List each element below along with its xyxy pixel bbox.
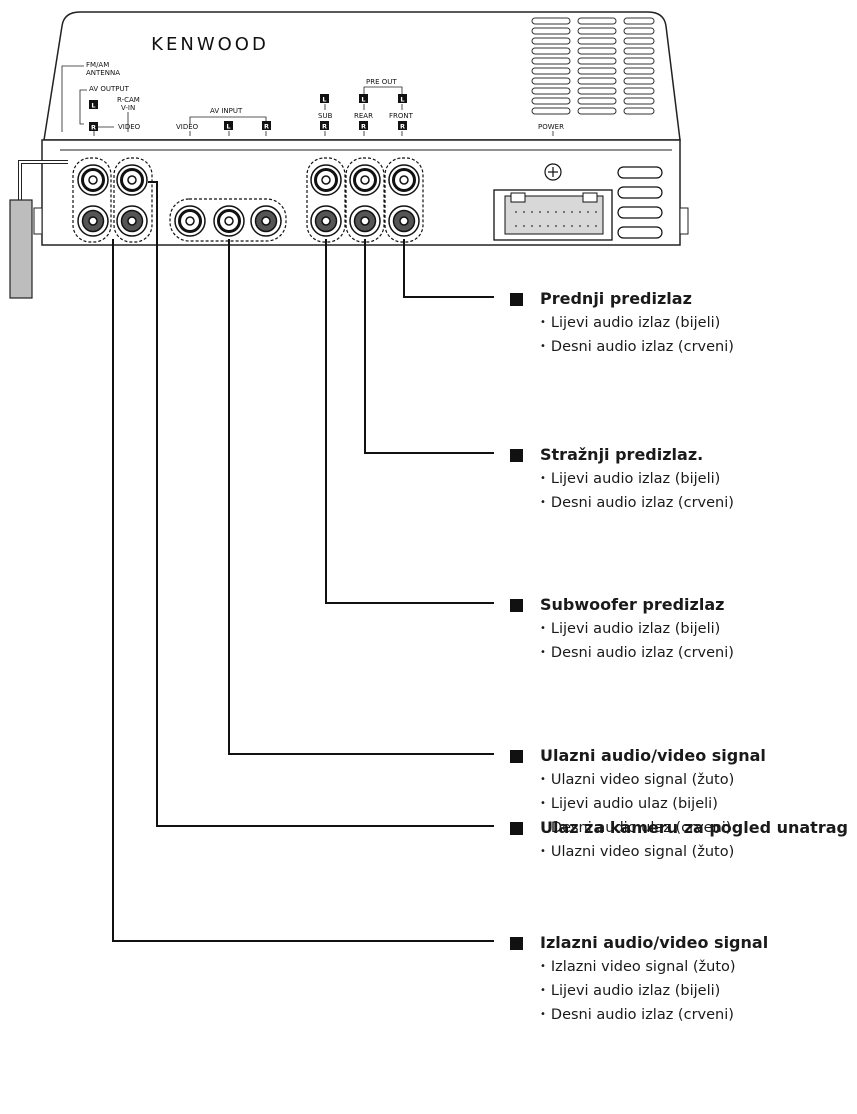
side-vents [617,166,663,239]
list-item: Desni audio ulaz (crveni) [540,817,766,841]
jack-av-in-l [213,205,245,237]
list-item: Desni audio izlaz (crveni) [540,492,734,516]
sub-label: SUB [318,112,333,120]
av-output-label: AV OUTPUT [89,85,130,93]
list-item: Desni audio izlaz (crveni) [540,1004,768,1028]
bullet-square-icon [510,749,523,763]
list-item: Desni audio izlaz (crveni) [540,336,734,360]
antenna-label: ANTENNA [86,69,120,77]
callout-av-input: Ulazni audio/video signal Ulazni video s… [510,746,766,841]
leader-av-input [228,239,494,755]
leader-av-output [112,239,494,942]
jack-av-out-r [116,205,148,237]
leader-rear [364,239,494,454]
bullet-square-icon [510,821,523,835]
unit-top-body [43,11,681,141]
tag-r-rear: R [361,123,366,131]
callout-av-output: Izlazni audio/video signal Izlazni video… [510,933,768,1028]
list-item: Desni audio izlaz (crveni) [540,642,734,666]
callout-rear-camera: Ulaz za kameru za pogled unatrag Ulazni … [510,818,848,865]
rcam-label: R-CAM [117,96,140,104]
bullet-square-icon [510,598,523,612]
callout-title: Stražnji predizlaz. [540,445,704,464]
tag-r-av-output: R [91,124,96,132]
bullet-square-icon [510,292,523,306]
jack-av-out-l [77,205,109,237]
tag-r-av-input: R [264,123,269,131]
callout-rear-preout: Stražnji predizlaz. Lijevi audio izlaz (… [510,445,734,516]
leader-rcam [148,181,494,827]
list-item: Ulazni video signal (žuto) [540,769,766,793]
callout-title: Izlazni audio/video signal [540,933,769,952]
jack-sub-l [310,164,342,196]
jack-av-out-video [77,164,109,196]
video-out-label: VIDEO [118,123,141,131]
list-item: Izlazni video signal (žuto) [540,956,768,980]
jack-rcam-video [116,164,148,196]
callout-title: Ulaz za kameru za pogled unatrag [540,818,848,837]
power-label: POWER [538,123,564,131]
rca-jacks [77,164,420,237]
bullet-square-icon [510,448,523,462]
tag-r-front: R [400,123,405,131]
brand-logo: KENWOOD [151,34,269,55]
callout-title: Ulazni audio/video signal [540,746,766,765]
panel-labels: FM/AM ANTENNA AV OUTPUT R-CAM V-IN VIDEO… [61,61,564,136]
leader-lines [112,181,494,942]
jack-front-l [388,164,420,196]
rear-label: REAR [354,112,373,120]
tag-l-av-output: L [91,102,95,110]
av-input-label: AV INPUT [210,107,243,115]
callout-title: Subwoofer predizlaz [540,595,725,614]
pre-out-label: PRE OUT [366,78,397,86]
list-item: Lijevi audio izlaz (bijeli) [540,980,768,1004]
tag-l-rear: L [361,96,365,104]
jack-rear-l [349,164,381,196]
antenna-plug [9,199,33,299]
vent-grille-icon [531,17,655,115]
front-label: FRONT [389,112,414,120]
list-item: Lijevi audio izlaz (bijeli) [540,468,734,492]
jack-sub-r [310,205,342,237]
tag-r-sub: R [322,123,327,131]
leader-sub [325,239,494,604]
jack-rear-r [349,205,381,237]
list-item: Lijevi audio izlaz (bijeli) [540,312,734,336]
callout-sub-preout: Subwoofer predizlaz Lijevi audio izlaz (… [510,595,734,666]
callout-title: Prednji predizlaz [540,289,692,308]
jack-av-in-video [174,205,206,237]
list-item: Lijevi audio ulaz (bijeli) [540,793,766,817]
power-connector [493,163,613,241]
list-item: Ulazni video signal (žuto) [540,841,848,865]
jack-front-r [388,205,420,237]
tag-l-av-input: L [226,123,230,131]
bullet-square-icon [510,936,523,950]
jack-av-in-r [250,205,282,237]
tag-l-sub: L [322,96,326,104]
list-item: Lijevi audio izlaz (bijeli) [540,618,734,642]
fm-am-label: FM/AM [86,61,109,69]
leader-front [403,239,494,298]
tag-l-front: L [400,96,404,104]
vin-label: V-IN [121,104,135,112]
callout-front-preout: Prednji predizlaz Lijevi audio izlaz (bi… [510,289,734,360]
video-in-label: VIDEO [176,123,199,131]
